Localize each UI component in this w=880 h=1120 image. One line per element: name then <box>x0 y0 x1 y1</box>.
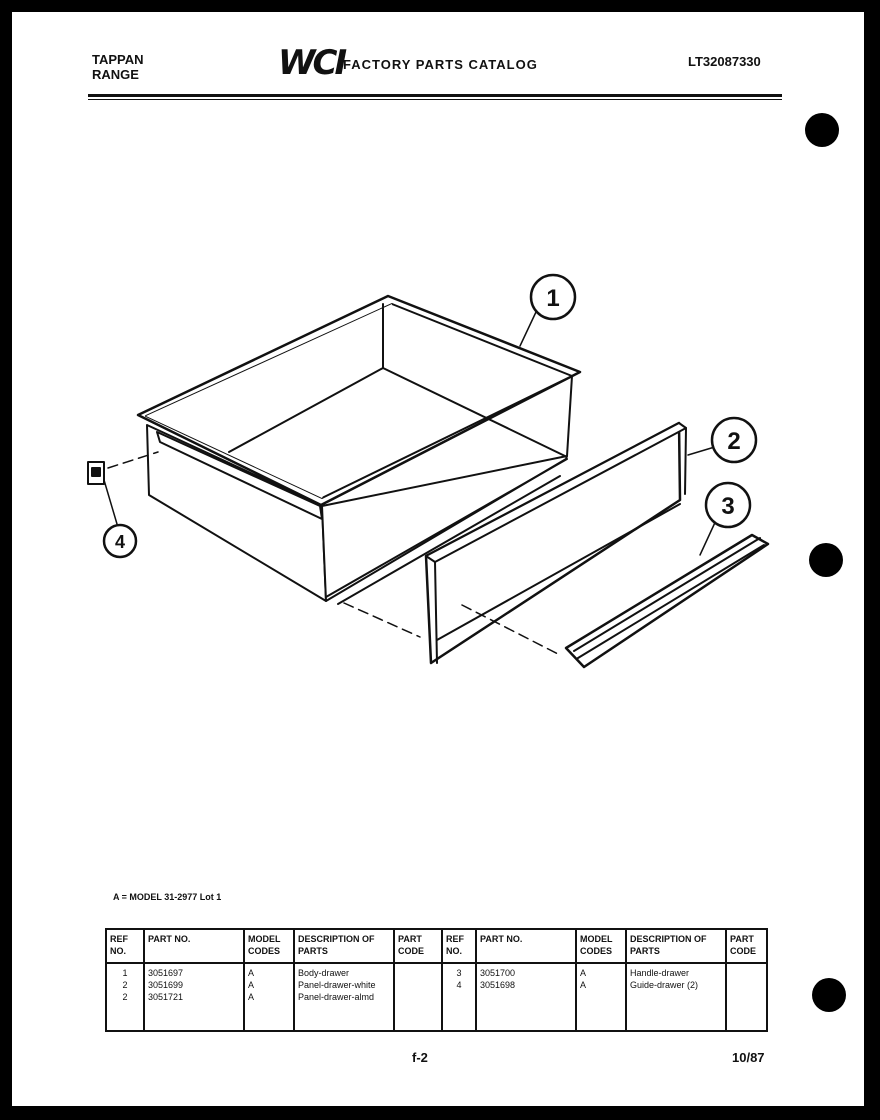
table-cell: Handle-drawer <box>630 968 690 978</box>
table-cell: 2 <box>122 980 128 990</box>
part-column-left: 3051697 3051699 3051721 <box>143 962 245 1032</box>
brand-line-1: TAPPAN <box>92 52 144 67</box>
catalog-date: 10/87 <box>732 1050 765 1065</box>
header-ref-no-right: REF NO. <box>441 928 477 964</box>
table-cell: 3051700 <box>480 968 516 978</box>
header-description: DESCRIPTION OF PARTS <box>293 928 395 964</box>
table-cell: 3 <box>456 968 462 978</box>
punch-hole-top <box>805 113 839 147</box>
header-part-code: PART CODE <box>393 928 443 964</box>
wci-logo: WCI <box>278 43 347 83</box>
table-cell: 3051697 <box>148 968 184 978</box>
table-cell: Guide-drawer (2) <box>630 980 699 990</box>
punch-hole-bottom <box>812 978 846 1012</box>
desc-column-right: Handle-drawer Guide-drawer (2) <box>625 962 727 1032</box>
page-number: f-2 <box>412 1050 428 1065</box>
table-cell: 3051698 <box>480 980 516 990</box>
code-column-left <box>393 962 443 1032</box>
brand-block: TAPPAN RANGE <box>92 52 144 82</box>
alignment-lines <box>107 451 561 656</box>
table-cell: A <box>580 980 587 990</box>
header-description-right: DESCRIPTION OF PARTS <box>625 928 727 964</box>
callout-label-4: 4 <box>115 532 125 552</box>
parts-table: REF NO. PART NO. MODEL CODES DESCRIPTION… <box>105 928 768 1032</box>
callout-label-1: 1 <box>546 285 559 312</box>
table-cell: A <box>248 968 255 978</box>
header-part-no: PART NO. <box>143 928 245 964</box>
desc-column-left: Body-drawer Panel-drawer-white Panel-dra… <box>293 962 395 1032</box>
table-cell: Body-drawer <box>298 968 350 978</box>
table-header-row: REF NO. PART NO. MODEL CODES DESCRIPTION… <box>105 928 768 964</box>
header-model-codes: MODEL CODES <box>243 928 295 964</box>
callout-2: 2 <box>710 416 758 464</box>
callout-3: 3 <box>704 481 752 529</box>
table-cell: 4 <box>456 980 462 990</box>
table-cell: A <box>248 992 255 1002</box>
part-column-right: 3051700 3051698 <box>475 962 577 1032</box>
callout-1: 1 <box>529 273 577 321</box>
callout-label-2: 2 <box>727 428 740 455</box>
catalog-title: FACTORY PARTS CATALOG <box>343 57 538 72</box>
table-cell: A <box>580 968 587 978</box>
callout-4: 4 <box>102 523 138 559</box>
callout-label-3: 3 <box>721 493 734 520</box>
model-column-left: A A A <box>243 962 295 1032</box>
exploded-diagram: 1 2 3 4 <box>87 273 770 669</box>
ref-column-right: 3 4 <box>441 962 477 1032</box>
header-part-code-right: PART CODE <box>725 928 768 964</box>
model-note: A = MODEL 31-2977 Lot 1 <box>113 892 222 902</box>
ref-column-left: 1 2 2 <box>105 962 145 1032</box>
header-rule-thin <box>88 99 782 100</box>
code-column-right <box>725 962 768 1032</box>
header-model-codes-right: MODEL CODES <box>575 928 627 964</box>
drawer-body <box>136 294 582 605</box>
table-cell: Panel-drawer-white <box>298 980 376 990</box>
punch-hole-middle <box>809 543 843 577</box>
table-body-row: 1 2 2 3051697 3051699 3051721 A A A Body… <box>105 962 768 1032</box>
drawer-guide <box>87 461 105 485</box>
drawer-panel <box>424 421 687 665</box>
brand-line-2: RANGE <box>92 67 139 82</box>
table-cell: 1 <box>122 968 128 978</box>
table-cell: Panel-drawer-almd <box>298 992 375 1002</box>
table-cell: 3051721 <box>148 992 184 1002</box>
header-ref-no: REF NO. <box>105 928 145 964</box>
table-cell: 3051699 <box>148 980 184 990</box>
model-column-right: A A <box>575 962 627 1032</box>
header-part-no-right: PART NO. <box>475 928 577 964</box>
drawer-handle <box>564 533 770 669</box>
catalog-number: LT32087330 <box>688 54 761 69</box>
table-cell: A <box>248 980 255 990</box>
header-rule <box>88 94 782 97</box>
table-cell: 2 <box>122 992 128 1002</box>
